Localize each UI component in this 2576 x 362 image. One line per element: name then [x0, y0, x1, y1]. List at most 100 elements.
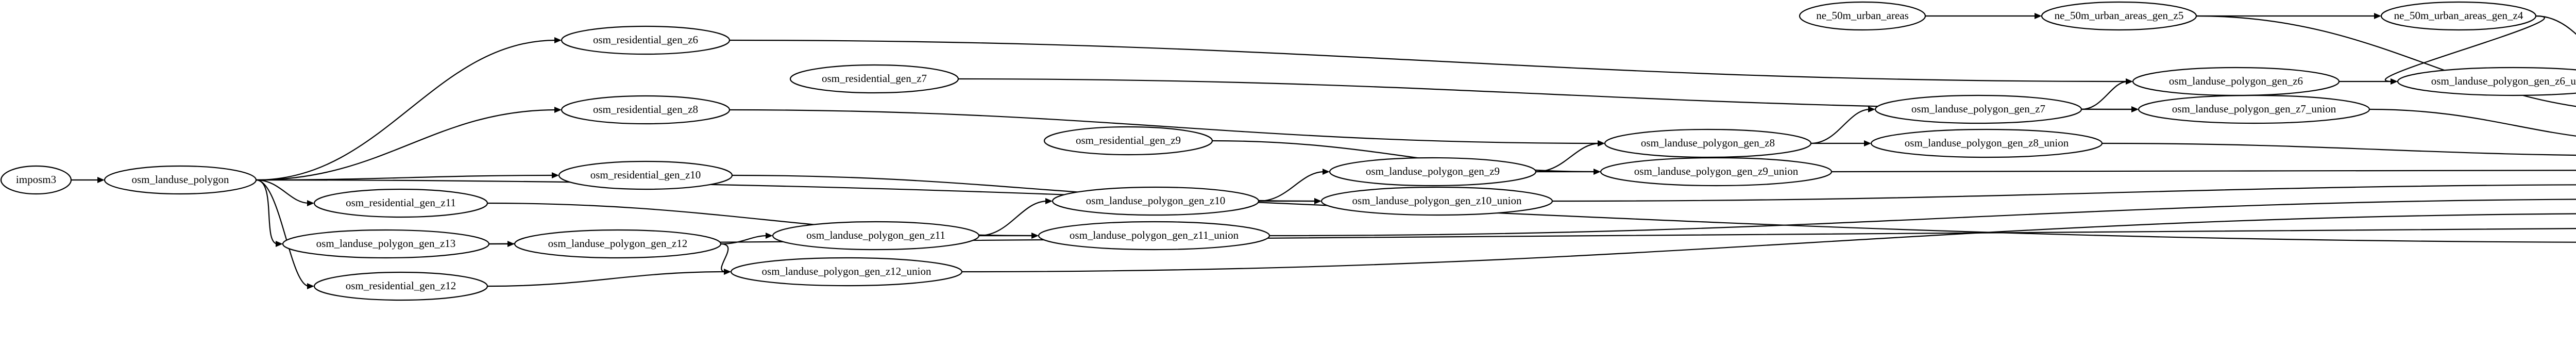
node-label: osm_landuse_polygon_gen_z6_union: [2431, 75, 2576, 87]
node-osm_landuse_polygon_gen_z8_union[interactable]: osm_landuse_polygon_gen_z8_union: [1870, 128, 2103, 158]
edge-osm_landuse_polygon-to-osm_residential_gen_z12: [256, 179, 310, 287]
node-label: osm_landuse_polygon_gen_z9_union: [1634, 165, 1799, 177]
arrowhead: [1031, 233, 1039, 239]
edge-osm_landuse_polygon_gen_z9-to-osm_landuse_polygon_gen_z8: [1535, 142, 1600, 173]
arrowhead: [1864, 140, 1871, 146]
node-osm_landuse_polygon_gen_z9_union[interactable]: osm_landuse_polygon_gen_z9_union: [1600, 157, 1833, 187]
edge-layer: [71, 13, 2576, 289]
node-label: osm_landuse_polygon_gen_z13: [316, 237, 456, 250]
arrowhead: [2374, 13, 2381, 19]
node-osm_landuse_polygon_gen_z10[interactable]: osm_landuse_polygon_gen_z10: [1052, 186, 1260, 216]
node-osm_residential_gen_z12[interactable]: osm_residential_gen_z12: [313, 271, 488, 301]
edge-ne_50m_urban_areas_gen_z5-to-layer_landuse-z5: [2196, 15, 2576, 107]
node-label: imposm3: [16, 173, 56, 186]
edge-osm_landuse_polygon_gen_z7-to-osm_landuse_polygon_gen_z6: [2081, 80, 2128, 110]
node-osm_residential_gen_z11[interactable]: osm_residential_gen_z11: [313, 188, 488, 218]
node-ne_50m_urban_areas[interactable]: ne_50m_urban_areas: [1799, 1, 1926, 31]
node-label: osm_landuse_polygon_gen_z9: [1366, 165, 1500, 177]
node-label: osm_landuse_polygon_gen_z7_union: [2172, 103, 2336, 115]
node-osm_landuse_polygon_gen_z12_union[interactable]: osm_landuse_polygon_gen_z12_union: [730, 257, 963, 287]
arrowhead: [1598, 140, 1605, 146]
node-label: ne_50m_urban_areas_gen_z4: [2394, 9, 2523, 22]
node-label: ne_50m_urban_areas: [1816, 9, 1909, 22]
node-osm_landuse_polygon_gen_z11[interactable]: osm_landuse_polygon_gen_z11: [772, 221, 980, 251]
edge-osm_landuse_polygon_gen_z10-to-osm_landuse_polygon_gen_z9: [1258, 171, 1325, 202]
arrowhead: [724, 269, 731, 275]
arrowhead: [766, 233, 773, 239]
node-osm_landuse_polygon_gen_z9[interactable]: osm_landuse_polygon_gen_z9: [1329, 157, 1537, 187]
edge-osm_landuse_polygon-to-osm_residential_gen_z8: [256, 109, 557, 181]
node-ne_50m_urban_areas_gen_z5[interactable]: ne_50m_urban_areas_gen_z5: [2041, 1, 2197, 31]
arrowhead: [2126, 78, 2133, 85]
node-osm_landuse_polygon_gen_z7_union[interactable]: osm_landuse_polygon_gen_z7_union: [2138, 94, 2370, 124]
edge-osm_landuse_polygon_gen_z11_union-to-layer_landuse-z11: [1269, 199, 2576, 237]
node-label: osm_landuse_polygon_gen_z12: [548, 237, 688, 250]
edge-osm_residential_gen_z12-to-osm_landuse_polygon_gen_z12_union: [487, 271, 726, 287]
edge-osm_landuse_polygon_gen_z12-to-osm_landuse_polygon_gen_z12_union: [720, 243, 729, 273]
arrowhead: [307, 200, 314, 206]
node-osm_residential_gen_z10[interactable]: osm_residential_gen_z10: [558, 160, 733, 190]
node-ne_50m_urban_areas_gen_z4[interactable]: ne_50m_urban_areas_gen_z4: [2380, 1, 2537, 31]
arrowhead: [1868, 106, 1875, 112]
node-label: osm_residential_gen_z8: [593, 103, 698, 116]
edge-ne_50m_urban_areas_gen_z4-to-layer_landuse-z4: [2535, 15, 2576, 35]
node-osm_landuse_polygon_gen_z6[interactable]: osm_landuse_polygon_gen_z6: [2132, 67, 2340, 96]
arrowhead: [2131, 106, 2139, 112]
node-osm_landuse_polygon_gen_z8[interactable]: osm_landuse_polygon_gen_z8: [1604, 128, 1812, 158]
edge-osm_landuse_polygon-to-osm_residential_gen_z11: [256, 179, 310, 204]
node-label: ne_50m_urban_areas_gen_z5: [2055, 9, 2184, 22]
arrowhead: [552, 172, 559, 178]
arrowhead: [554, 107, 562, 113]
arrowhead: [1323, 169, 1330, 175]
edge-osm_residential_gen_z6-to-osm_landuse_polygon_gen_z6: [729, 39, 2128, 83]
node-label: osm_landuse_polygon_gen_z10_union: [1352, 194, 1522, 207]
edge-osm_landuse_polygon_gen_z9_union-to-layer_landuse-z9: [1831, 169, 2576, 173]
node-layer: imposm3 osm_landuse_polygon osm_residentia…: [0, 1, 2576, 301]
arrowhead: [1314, 198, 1321, 204]
edge-osm_landuse_polygon_gen_z8_union-to-layer_landuse-z8: [2102, 142, 2576, 156]
edge-osm_landuse_polygon_gen_z11-to-osm_landuse_polygon_gen_z10: [978, 200, 1048, 237]
arrowhead: [554, 37, 562, 43]
edge-osm_landuse_polygon-to-osm_residential_gen_z10: [256, 174, 554, 181]
node-label: osm_landuse_polygon_gen_z6: [2169, 75, 2303, 87]
edge-osm_landuse_polygon_gen_z12_union-to-layer_landuse-z12: [961, 213, 2576, 273]
node-label: osm_landuse_polygon: [132, 173, 229, 186]
edge-osm_landuse_polygon-to-osm_landuse_polygon_gen_z13: [256, 179, 278, 245]
node-label: osm_residential_gen_z6: [593, 34, 698, 46]
node-label: osm_landuse_polygon_gen_z10: [1086, 194, 1226, 207]
node-label: osm_landuse_polygon_gen_z8_union: [1905, 137, 2069, 149]
arrowhead: [97, 177, 105, 183]
arrowhead: [1045, 198, 1053, 204]
arrowhead: [276, 241, 283, 247]
node-osm_residential_gen_z8[interactable]: osm_residential_gen_z8: [561, 95, 731, 125]
arrowhead: [307, 283, 314, 289]
node-osm_residential_gen_z6[interactable]: osm_residential_gen_z6: [561, 25, 731, 55]
node-osm_landuse_polygon_gen_z6_union[interactable]: osm_landuse_polygon_gen_z6_union: [2397, 67, 2576, 96]
node-label: osm_residential_gen_z11: [346, 196, 456, 209]
node-osm_landuse_polygon[interactable]: osm_landuse_polygon: [104, 165, 257, 195]
arrowhead: [2391, 78, 2398, 85]
node-label: osm_residential_gen_z7: [822, 72, 927, 85]
node-osm_residential_gen_z9[interactable]: osm_residential_gen_z9: [1043, 126, 1213, 156]
node-osm_residential_gen_z7[interactable]: osm_residential_gen_z7: [789, 64, 959, 94]
node-osm_landuse_polygon_gen_z11_union[interactable]: osm_landuse_polygon_gen_z11_union: [1038, 221, 1270, 251]
arrowhead: [2035, 13, 2042, 19]
node-label: osm_landuse_polygon_gen_z12_union: [762, 265, 931, 277]
node-osm_landuse_polygon_gen_z12[interactable]: osm_landuse_polygon_gen_z12: [514, 229, 722, 259]
edge-osm_landuse_polygon_gen_z8-to-osm_landuse_polygon_gen_z7: [1810, 108, 1871, 144]
node-osm_landuse_polygon_gen_z10_union[interactable]: osm_landuse_polygon_gen_z10_union: [1320, 186, 1553, 216]
node-label: osm_residential_gen_z12: [346, 279, 456, 292]
edge-osm_landuse_polygon-to-osm_residential_gen_z6: [256, 39, 557, 181]
node-imposm3[interactable]: imposm3: [0, 165, 72, 195]
node-label: osm_landuse_polygon_gen_z11: [806, 229, 945, 241]
node-osm_landuse_polygon_gen_z13[interactable]: osm_landuse_polygon_gen_z13: [282, 229, 490, 259]
arrowhead: [1594, 169, 1601, 175]
edge-osm_landuse_polygon_gen_z10_union-to-layer_landuse-z10: [1552, 184, 2576, 202]
node-label: osm_landuse_polygon_gen_z11_union: [1070, 229, 1239, 241]
edge-ne_50m_urban_areas_gen_z4-to-osm_landuse_polygon_gen_z6_union: [2385, 15, 2545, 83]
node-osm_landuse_polygon_gen_z7[interactable]: osm_landuse_polygon_gen_z7: [1874, 94, 2082, 124]
node-label: osm_residential_gen_z10: [590, 169, 701, 181]
node-label: osm_residential_gen_z9: [1076, 134, 1181, 146]
